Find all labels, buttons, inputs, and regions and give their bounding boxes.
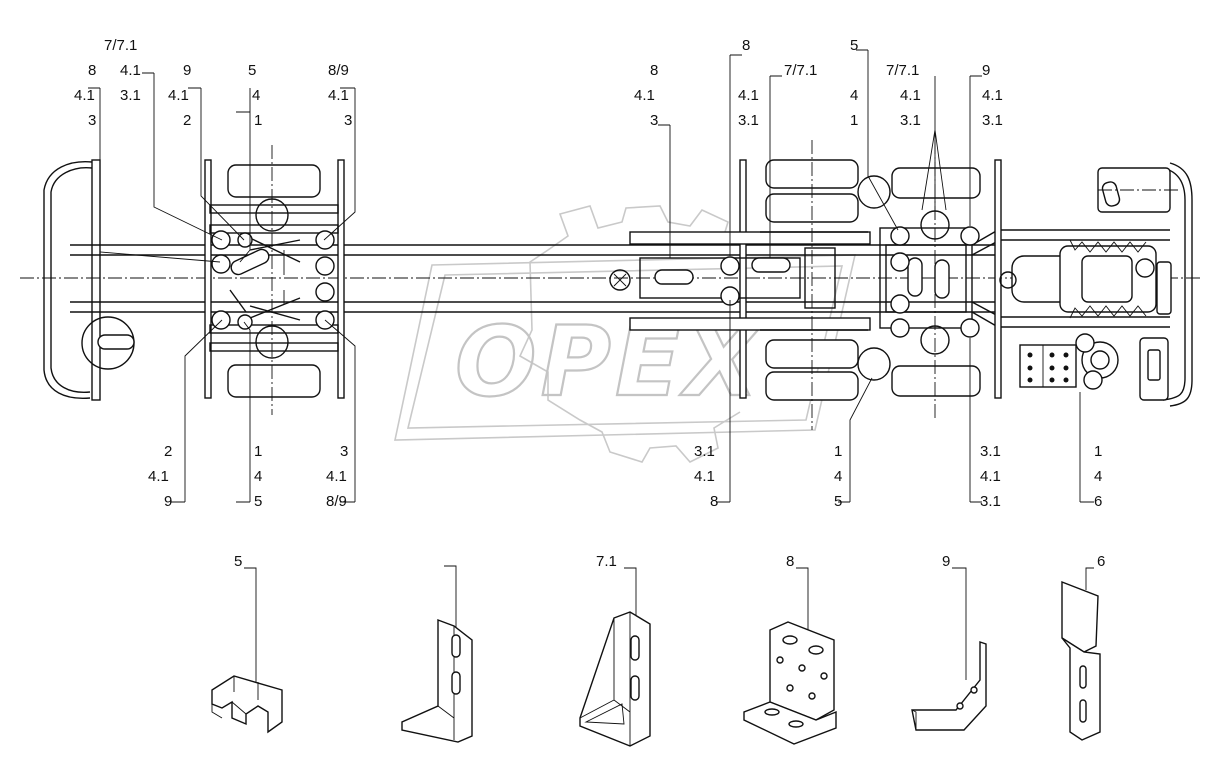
callout-label: 4.1 [900, 87, 921, 104]
callout-label: 5 [834, 493, 842, 510]
rear-equipment [999, 167, 1180, 401]
callout-label: 3.1 [980, 493, 1001, 510]
callouts-top: 7/7.1 8 4.1 9 5 8/9 4.1 3.1 4.1 4 4.1 3 … [74, 37, 1003, 129]
callout-label: 4.1 [120, 62, 141, 79]
pad-dots [1027, 352, 1069, 383]
callout-label: 3 [340, 443, 348, 460]
callout-label: 1 [1094, 443, 1102, 460]
callout-label: 9 [982, 62, 990, 79]
callout-label: 4.1 [694, 468, 715, 485]
callout-label: 4.1 [74, 87, 95, 104]
front-axle [209, 145, 339, 415]
callout-label: 3.1 [694, 443, 715, 460]
callout-label: 1 [834, 443, 842, 460]
callout-label: 2 [164, 443, 172, 460]
callout-label: 9 [164, 493, 172, 510]
callout-label: 7/7.1 [886, 62, 919, 79]
callout-label: 4.1 [980, 468, 1001, 485]
part-8-l-bracket: 8 [743, 553, 837, 745]
callout-label: 3 [650, 112, 658, 129]
part-label: 6 [1097, 553, 1105, 570]
callout-label: 8 [710, 493, 718, 510]
callout-label: 3 [88, 112, 96, 129]
callout-label: 5 [850, 37, 858, 54]
part-7-1-gusset-bracket: 7.1 [579, 553, 651, 747]
callout-label: 8/9 [328, 62, 349, 79]
callout-label: 1 [254, 443, 262, 460]
part-5-u-bracket: 5 [211, 553, 283, 734]
callouts-bottom: 2 1 3 4.1 4 4.1 9 5 8/9 3.1 4.1 8 1 4 5 … [148, 443, 1102, 510]
callout-label: 3 [344, 112, 352, 129]
callout-label: 4.1 [326, 468, 347, 485]
callout-label: 4.1 [738, 87, 759, 104]
callout-label: 3.1 [738, 112, 759, 129]
callout-label: 9 [183, 62, 191, 79]
callout-label: 4 [834, 468, 842, 485]
part-6-z-strap: 6 [1061, 553, 1105, 741]
part-label: 7.1 [596, 553, 617, 570]
callout-label: 4.1 [168, 87, 189, 104]
callout-label: 4 [1094, 468, 1102, 485]
callout-label: 4 [850, 87, 858, 104]
callout-label: 4.1 [982, 87, 1003, 104]
callout-label: 3.1 [980, 443, 1001, 460]
part-angle-bracket [401, 565, 473, 743]
callout-label: 3.1 [900, 112, 921, 129]
callout-label: 8 [742, 37, 750, 54]
part-9-offset-strap: 9 [911, 553, 987, 731]
callout-label: 3.1 [120, 87, 141, 104]
callout-label: 4.1 [328, 87, 349, 104]
callout-label: 3.1 [982, 112, 1003, 129]
detail-parts: 5 7.1 8 [211, 553, 1105, 747]
callout-label: 7/7.1 [104, 37, 137, 54]
part-label: 9 [942, 553, 950, 570]
callout-label: 8/9 [326, 493, 347, 510]
callout-label: 5 [254, 493, 262, 510]
callout-label: 1 [850, 112, 858, 129]
callout-label: 4.1 [634, 87, 655, 104]
callout-label: 8 [88, 62, 96, 79]
rear-axle [857, 140, 981, 420]
callout-label: 4 [252, 87, 260, 104]
callout-label: 4 [254, 468, 262, 485]
callout-label: 1 [254, 112, 262, 129]
callout-label: 6 [1094, 493, 1102, 510]
part-label: 8 [786, 553, 794, 570]
callout-label: 2 [183, 112, 191, 129]
callout-label: 8 [650, 62, 658, 79]
part-label: 5 [234, 553, 242, 570]
middle-axle [609, 140, 871, 430]
callout-label: 7/7.1 [784, 62, 817, 79]
callout-label: 5 [248, 62, 256, 79]
callout-label: 4.1 [148, 468, 169, 485]
leader-lines [88, 49, 1094, 503]
